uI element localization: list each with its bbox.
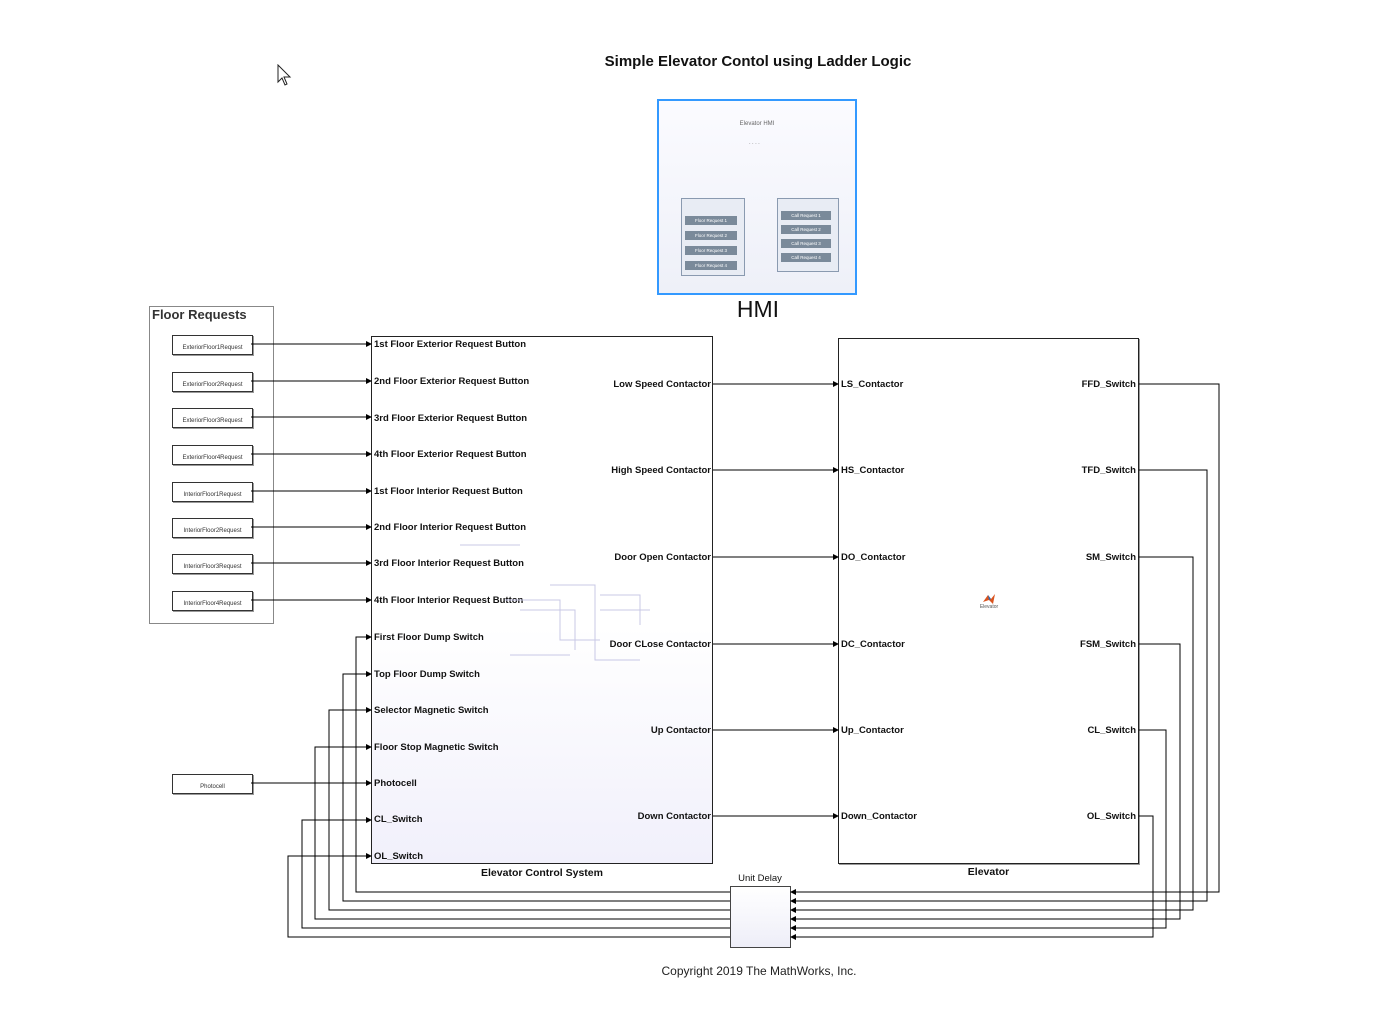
exterior-floor3-request-block[interactable]: ExteriorFloor3Request <box>172 408 253 428</box>
copyright-text: Copyright 2019 The MathWorks, Inc. <box>661 964 857 978</box>
photocell-block-text: Photocell <box>200 784 225 790</box>
interior-floor3-request-block[interactable]: InteriorFloor3Request <box>172 554 253 574</box>
hmi-call-request-panel: Call Request 1 Call Request 2 Call Reque… <box>777 198 839 272</box>
input-port-label: First Floor Dump Switch <box>374 632 484 643</box>
exterior-floor1-request-block[interactable]: ExteriorFloor1Request <box>172 335 253 355</box>
input-port-label: Floor Stop Magnetic Switch <box>374 742 499 753</box>
input-port-label: Selector Magnetic Switch <box>374 705 489 716</box>
input-port-label: CL_Switch <box>374 814 423 825</box>
feedback-line <box>790 469 1208 904</box>
hmi-panel-title: Elevator HMI <box>739 121 775 127</box>
input-port-label: 2nd Floor Interior Request Button <box>374 522 526 533</box>
elevator-output-port-label: TFD_Switch <box>1081 465 1136 476</box>
output-port-label: Door CLose Contactor <box>609 639 711 650</box>
input-port-label: 1st Floor Interior Request Button <box>374 486 523 497</box>
elevator-input-port-label: Up_Contactor <box>841 725 904 736</box>
interior-floor1-request-text: InteriorFloor1Request <box>183 492 242 498</box>
hmi-call-button-1[interactable]: Call Request 1 <box>781 211 831 220</box>
feedback-line <box>287 853 730 938</box>
hmi-call-button-2[interactable]: Call Request 2 <box>781 225 831 234</box>
interior-floor2-request-text: InteriorFloor2Request <box>183 528 242 534</box>
feedback-line <box>790 556 1194 913</box>
input-port-label: 2nd Floor Exterior Request Button <box>374 376 530 387</box>
output-port-label: Up Contactor <box>650 725 711 736</box>
exterior-floor3-request-text: ExteriorFloor3Request <box>182 418 243 424</box>
interior-floor1-request-block[interactable]: InteriorFloor1Request <box>172 482 253 502</box>
feedback-line <box>355 634 730 893</box>
interior-floor2-request-block[interactable]: InteriorFloor2Request <box>172 518 253 538</box>
hmi-call-button-4[interactable]: Call Request 4 <box>781 253 831 262</box>
elevator-input-port-label: DO_Contactor <box>841 552 906 563</box>
input-port-label: Top Floor Dump Switch <box>374 669 480 680</box>
elevator-label: Elevator <box>967 866 1010 878</box>
elevator-input-port-label: DC_Contactor <box>841 639 905 650</box>
output-port-label: Down Contactor <box>637 811 711 822</box>
hmi-floor-button-1[interactable]: Floor Request 1 <box>685 216 737 225</box>
hmi-floor-button-4[interactable]: Floor Request 4 <box>685 261 737 270</box>
input-port-label: 4th Floor Interior Request Button <box>374 595 524 606</box>
elevator-control-system-label: Elevator Control System <box>481 867 603 879</box>
feedback-line <box>314 744 730 920</box>
interior-floor4-request-text: InteriorFloor4Request <box>183 601 242 607</box>
internal-ghost-lines <box>460 544 650 661</box>
hmi-block[interactable]: Elevator HMI · · · · Floor Request 1 Flo… <box>657 99 857 295</box>
elevator-input-port-label: HS_Contactor <box>841 465 905 476</box>
hmi-call-button-3[interactable]: Call Request 3 <box>781 239 831 248</box>
feedback-line <box>301 817 730 929</box>
diagram-title: Simple Elevator Contol using Ladder Logi… <box>604 53 912 70</box>
input-port-label: 1st Floor Exterior Request Button <box>374 339 527 350</box>
mouse-pointer-icon <box>277 64 292 86</box>
input-port-label: 4th Floor Exterior Request Button <box>374 449 527 460</box>
unit-delay-label: Unit Delay <box>738 873 782 884</box>
feedback-line <box>790 643 1181 922</box>
floor-requests-area <box>149 306 274 624</box>
output-port-label: Low Speed Contactor <box>613 379 711 390</box>
exterior-floor2-request-block[interactable]: ExteriorFloor2Request <box>172 372 253 392</box>
interior-floor3-request-text: InteriorFloor3Request <box>183 564 242 570</box>
input-port-label: OL_Switch <box>374 851 424 862</box>
photocell-block[interactable]: Photocell <box>172 774 253 794</box>
feedback-line <box>342 671 730 902</box>
hmi-status-text: · · · · <box>749 141 760 147</box>
exterior-floor2-request-text: ExteriorFloor2Request <box>182 382 243 388</box>
hmi-floor-request-panel: Floor Request 1 Floor Request 2 Floor Re… <box>681 198 745 276</box>
output-port-label: High Speed Contactor <box>611 465 711 476</box>
exterior-floor1-request-text: ExteriorFloor1Request <box>182 345 243 351</box>
elevator-output-port-label: CL_Switch <box>1087 725 1136 736</box>
matlab-logo-icon <box>983 594 995 604</box>
exterior-floor4-request-text: ExteriorFloor4Request <box>182 455 243 461</box>
output-port-label: Door Open Contactor <box>614 552 711 563</box>
feedback-line <box>328 707 730 911</box>
input-port-label: 3rd Floor Exterior Request Button <box>374 413 528 424</box>
feedback-line <box>790 815 1154 940</box>
elevator-block[interactable] <box>838 338 1139 864</box>
floor-requests-title: Floor Requests <box>152 307 247 322</box>
feedback-line <box>790 383 1220 895</box>
feedback-line <box>790 729 1167 931</box>
elevator-input-port-label: LS_Contactor <box>841 379 904 390</box>
elevator-output-port-label: OL_Switch <box>1086 811 1136 822</box>
hmi-floor-button-2[interactable]: Floor Request 2 <box>685 231 737 240</box>
input-port-label: 3rd Floor Interior Request Button <box>374 558 524 569</box>
hmi-label: HMI <box>736 296 780 322</box>
elevator-center-label: Elevator <box>979 604 999 610</box>
elevator-input-port-label: Down_Contactor <box>841 811 917 822</box>
elevator-output-port-label: SM_Switch <box>1085 552 1136 563</box>
hmi-floor-button-3[interactable]: Floor Request 3 <box>685 246 737 255</box>
elevator-output-port-label: FFD_Switch <box>1081 379 1136 390</box>
elevator-output-port-label: FSM_Switch <box>1080 639 1136 650</box>
interior-floor4-request-block[interactable]: InteriorFloor4Request <box>172 591 253 611</box>
input-port-label: Photocell <box>374 778 417 789</box>
exterior-floor4-request-block[interactable]: ExteriorFloor4Request <box>172 445 253 465</box>
